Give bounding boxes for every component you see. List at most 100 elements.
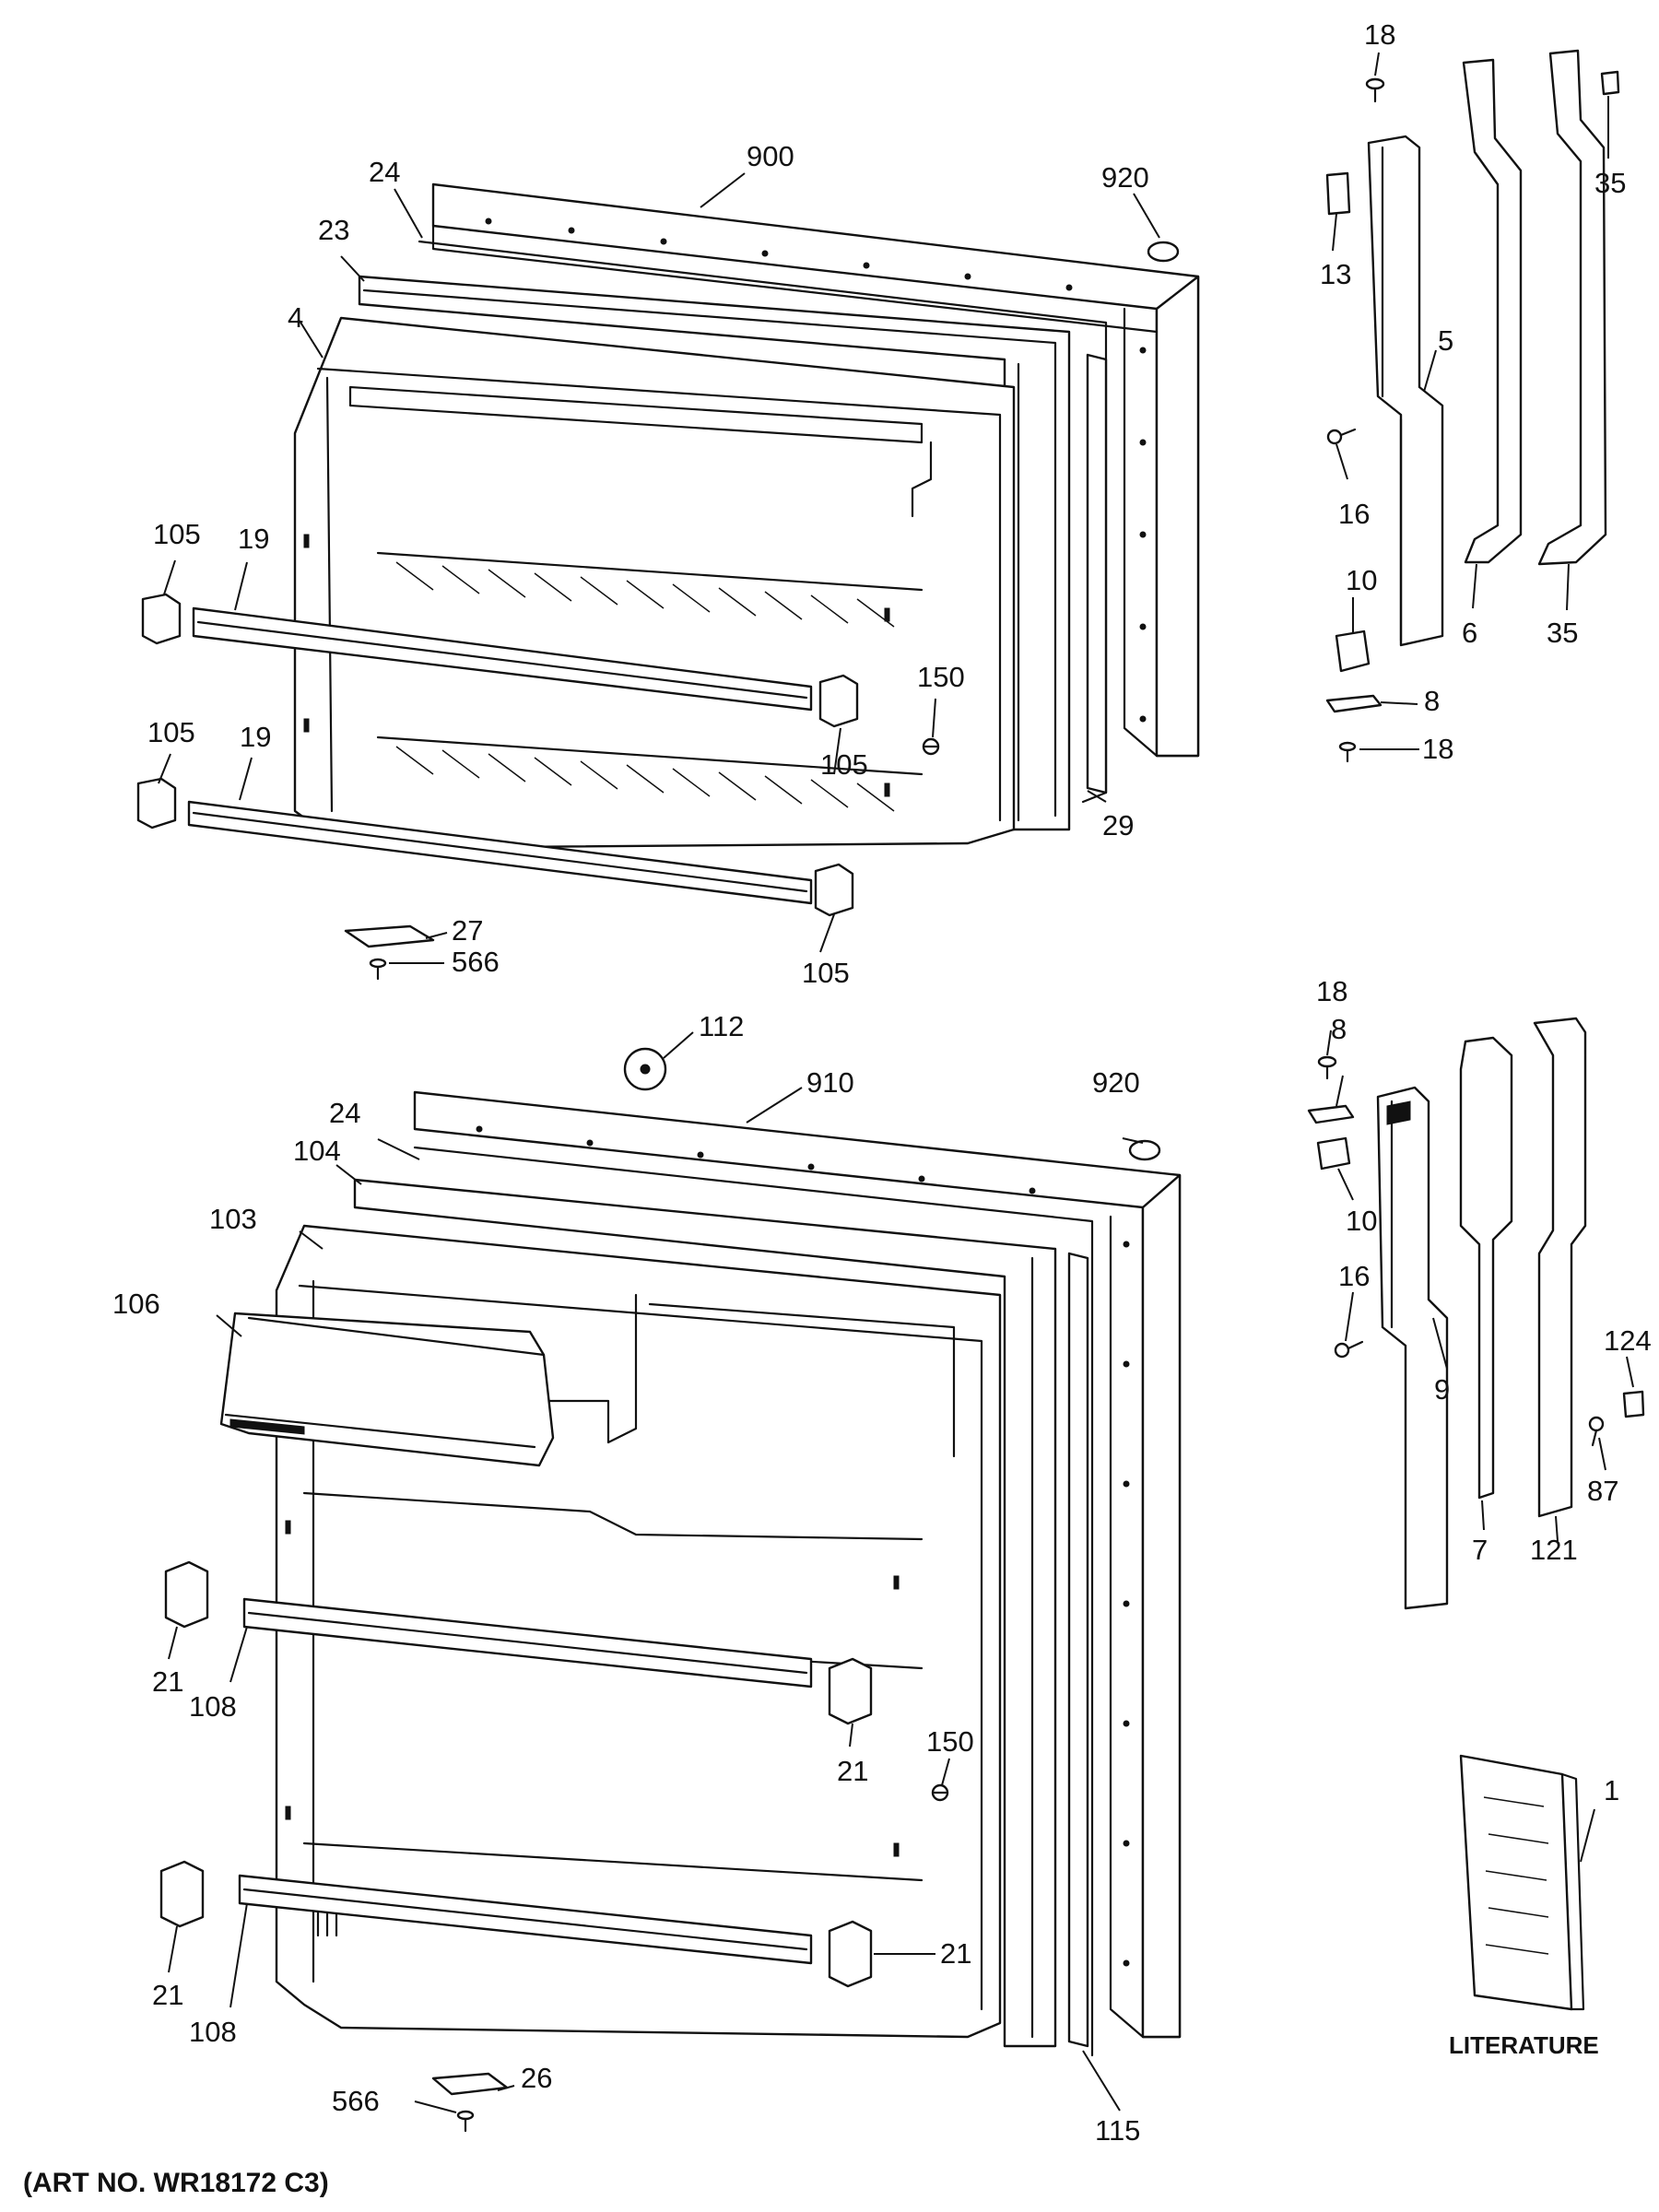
fresh-food-door-assembly: [159, 1047, 1182, 2133]
callout-900: 900: [747, 140, 794, 172]
callout-108-fresh-food-a: 108: [189, 1690, 237, 1723]
freezer-hinge-pin-16: [1326, 428, 1357, 445]
callout-10-fresh-food: 10: [1346, 1205, 1377, 1237]
literature-label: LITERATURE: [1449, 2031, 1599, 2059]
freezer-hinge-27: [344, 924, 435, 948]
fresh-food-hinge-8: [1307, 1104, 1355, 1124]
fresh-food-gasket-24: [413, 1146, 1094, 2057]
callout-104: 104: [293, 1135, 341, 1167]
callout-6: 6: [1462, 617, 1477, 649]
callout-16-fresh-food: 16: [1338, 1260, 1370, 1292]
freezer-screw-566: [369, 958, 387, 981]
callout-13: 13: [1320, 258, 1351, 290]
callout-21-fresh-food-d: 21: [940, 1937, 971, 1970]
callout-910: 910: [806, 1066, 854, 1099]
callout-21-fresh-food-a: 21: [152, 1665, 183, 1698]
freezer-bracket-105-b: [818, 674, 859, 728]
callout-35-freezer-bottom: 35: [1547, 617, 1578, 649]
callout-121: 121: [1530, 1534, 1578, 1566]
freezer-hinge-8: [1325, 694, 1382, 713]
callout-105-freezer-d: 105: [802, 957, 850, 989]
callout-23: 23: [318, 214, 349, 246]
callout-124: 124: [1604, 1324, 1652, 1357]
fresh-food-gasket-104: [353, 1178, 1057, 2048]
art-number-caption: (ART NO. WR18172 C3): [23, 2168, 329, 2198]
callout-27: 27: [452, 914, 483, 947]
callout-18-freezer-top: 18: [1364, 18, 1395, 51]
callout-566-fresh-food: 566: [332, 2085, 380, 2117]
freezer-shelf-bar-19-upper: [192, 606, 813, 712]
callout-108-fresh-food-b: 108: [189, 2016, 237, 2048]
freezer-plug-920: [1147, 241, 1180, 263]
callout-9: 9: [1434, 1373, 1450, 1406]
fresh-food-cover-10: [1316, 1136, 1351, 1171]
fresh-food-handle-trim-7: [1459, 1036, 1513, 1500]
callout-150-fresh-food: 150: [926, 1725, 974, 1758]
callout-24-freezer: 24: [369, 156, 400, 188]
freezer-cap-35: [1600, 70, 1620, 96]
literature-booklet-1: [1459, 1754, 1585, 2011]
freezer-screw-150: [922, 737, 940, 756]
callout-18-fresh-food: 18: [1316, 975, 1347, 1007]
fresh-food-bracket-21-b: [828, 1657, 873, 1725]
callout-8-fresh-food: 8: [1331, 1013, 1347, 1045]
freezer-cover-10: [1335, 629, 1371, 673]
fresh-food-screw-566: [456, 2110, 475, 2133]
freezer-handle-trim-35: [1537, 49, 1607, 566]
fresh-food-screw-87: [1588, 1416, 1605, 1447]
freezer-bracket-105-d: [814, 863, 854, 917]
callout-16-freezer: 16: [1338, 498, 1370, 530]
callout-26: 26: [521, 2062, 552, 2094]
callout-21-fresh-food-b: 21: [837, 1755, 868, 1787]
callout-920-fresh-food: 920: [1092, 1066, 1140, 1099]
fresh-food-cap-124: [1622, 1390, 1645, 1418]
callout-18-freezer-bottom: 18: [1422, 733, 1453, 765]
freezer-outer-door: [431, 182, 1200, 758]
fresh-food-bracket-21-a: [164, 1560, 209, 1629]
callout-10-freezer: 10: [1346, 564, 1377, 596]
fresh-food-screw-150: [931, 1783, 949, 1802]
callout-21-fresh-food-c: 21: [152, 1979, 183, 2011]
fresh-food-bracket-21-c: [159, 1860, 205, 1928]
leader-lines: [158, 52, 1634, 2113]
fresh-food-handle-trim-121: [1533, 1017, 1587, 1518]
callout-87: 87: [1587, 1475, 1618, 1507]
callout-7: 7: [1472, 1534, 1488, 1566]
fresh-food-shelf-bar-108-upper: [242, 1597, 813, 1688]
freezer-handle-5: [1367, 135, 1444, 647]
callout-5: 5: [1438, 324, 1453, 357]
fresh-food-hinge-hardware: [1307, 1017, 1645, 1610]
freezer-bracket-105-c: [136, 777, 177, 830]
callout-150-freezer: 150: [917, 661, 965, 693]
freezer-inner-liner-4: [293, 316, 1016, 850]
callout-35-freezer-top: 35: [1594, 167, 1626, 199]
fresh-food-handle-9: [1376, 1086, 1449, 1610]
freezer-strip-29: [1086, 353, 1108, 794]
callout-labels: 18 900 24 920 23 35 13 4 5 16 105 19 10 …: [112, 18, 1652, 2147]
freezer-cap-13: [1325, 171, 1351, 216]
fresh-food-shelf-bar-108-lower: [238, 1874, 813, 1965]
callout-105-freezer-b: 105: [820, 748, 868, 781]
callout-1: 1: [1604, 1774, 1619, 1806]
fresh-food-hinge-pin-16: [1334, 1340, 1364, 1359]
fresh-food-plug-920: [1128, 1139, 1161, 1161]
freezer-bracket-105-a: [141, 593, 182, 645]
callout-4: 4: [288, 301, 303, 334]
callout-24-fresh-food: 24: [329, 1097, 360, 1129]
callout-115: 115: [1095, 2114, 1140, 2147]
callout-112: 112: [699, 1010, 744, 1042]
fresh-food-outer-door-910: [413, 1090, 1182, 2039]
callout-103: 103: [209, 1203, 257, 1235]
callout-105-freezer-a: 105: [153, 518, 201, 550]
callout-106: 106: [112, 1288, 160, 1320]
callout-29: 29: [1102, 809, 1134, 841]
callout-8-freezer: 8: [1424, 685, 1440, 717]
freezer-hinge-hardware: [1325, 49, 1620, 763]
freezer-handle-trim-6: [1462, 58, 1523, 564]
fresh-food-screw-18: [1317, 1055, 1337, 1080]
freezer-screw-18-top: [1365, 77, 1385, 103]
callout-566-freezer: 566: [452, 946, 500, 978]
callout-19-freezer-b: 19: [240, 721, 271, 753]
freezer-screw-18-bottom: [1338, 741, 1357, 763]
